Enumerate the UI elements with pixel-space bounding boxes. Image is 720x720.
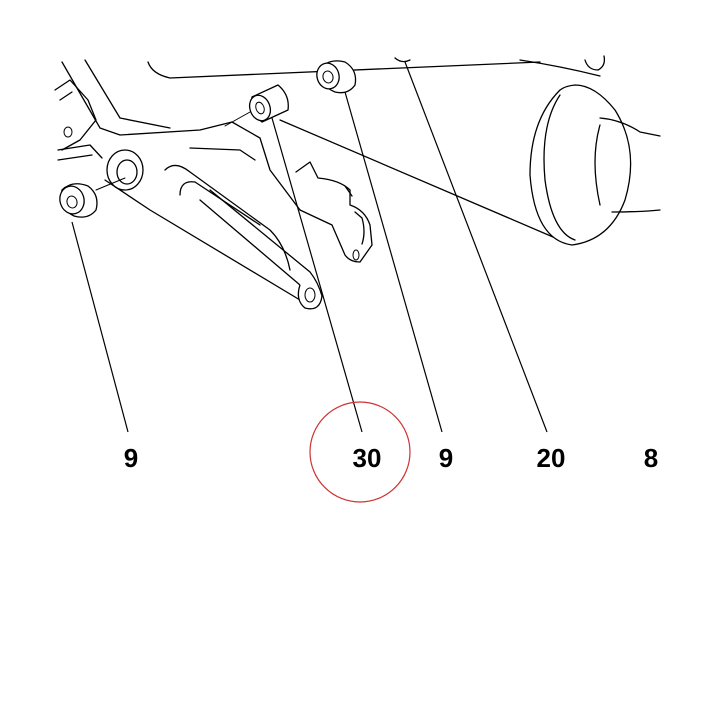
callout-30: 30 — [353, 443, 382, 473]
callout-9-left: 9 — [124, 443, 138, 473]
leader-30 — [271, 117, 363, 433]
spacer-sleeve-drawing — [224, 84, 289, 127]
callout-20: 20 — [537, 443, 566, 473]
leader-9-left — [71, 221, 129, 433]
grommet-left-drawing — [59, 177, 126, 218]
highlight-circle — [309, 401, 411, 503]
grommet-right-drawing — [316, 60, 357, 94]
leader-lines — [71, 61, 548, 433]
callout-9-right: 9 — [439, 443, 453, 473]
leader-20 — [404, 61, 548, 433]
bracket-drawing — [54, 59, 373, 310]
leader-9-right — [344, 91, 443, 433]
callout-8: 8 — [644, 443, 658, 473]
muffler-drawing — [147, 55, 661, 246]
